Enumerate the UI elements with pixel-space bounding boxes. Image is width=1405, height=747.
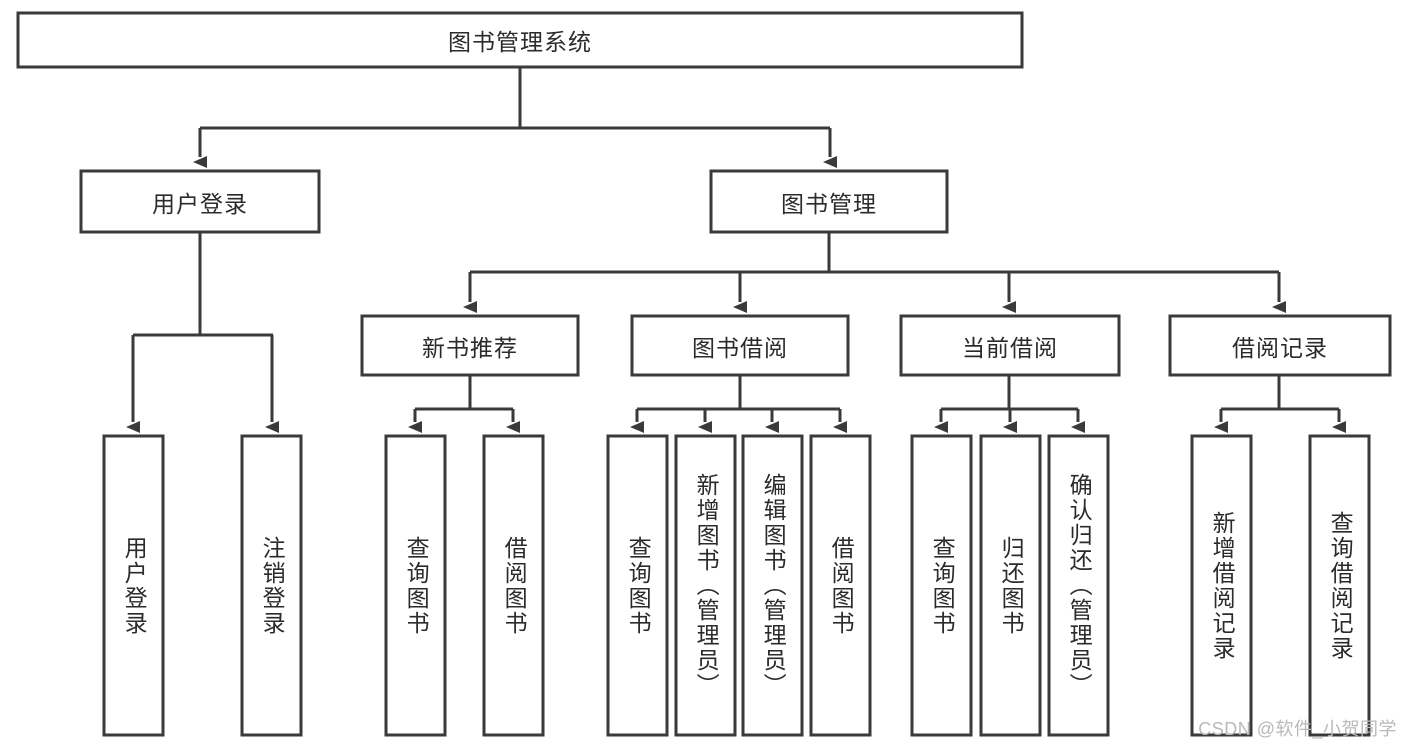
- node-box-current-borrow[interactable]: [899, 314, 1121, 377]
- watermark-text: CSDN @软件_小贺同学: [1198, 719, 1397, 739]
- node-label-leaf-logout-login: 注销登录: [259, 535, 286, 636]
- node-label-leaf-add-record: 新增借阅记录: [1209, 510, 1236, 661]
- node-label-leaf-user-login: 用户登录: [121, 535, 148, 636]
- node-label-root: 图书管理系统: [448, 29, 592, 55]
- node-box-leaf-query-book-3[interactable]: [910, 434, 973, 737]
- node-label-leaf-edit-book: 编辑图书（管理员）: [760, 473, 787, 698]
- node-box-leaf-query-book-2[interactable]: [606, 434, 669, 737]
- node-box-leaf-add-record[interactable]: [1190, 434, 1253, 737]
- node-label-borrow-record: 借阅记录: [1232, 334, 1328, 361]
- node-box-leaf-confirm-return[interactable]: [1047, 434, 1110, 737]
- node-box-leaf-user-login[interactable]: [102, 434, 165, 737]
- node-box-leaf-borrow-book-2[interactable]: [809, 434, 872, 737]
- node-label-leaf-borrow-book-2: 借阅图书: [828, 535, 855, 636]
- node-box-leaf-logout-login[interactable]: [240, 434, 303, 737]
- node-box-leaf-return-book[interactable]: [979, 434, 1042, 737]
- node-box-leaf-add-book[interactable]: [674, 434, 737, 737]
- node-label-leaf-borrow-book-1: 借阅图书: [501, 535, 528, 636]
- node-box-user-login[interactable]: [79, 169, 321, 234]
- node-label-book-borrow: 图书借阅: [692, 334, 788, 361]
- node-label-leaf-add-book: 新增图书（管理员）: [693, 473, 720, 698]
- node-box-root[interactable]: [16, 11, 1024, 69]
- node-label-book-manage: 图书管理: [781, 190, 877, 217]
- node-label-leaf-query-record: 查询借阅记录: [1327, 510, 1354, 661]
- node-label-leaf-return-book: 归还图书: [998, 535, 1025, 636]
- node-box-new-book-recommend[interactable]: [360, 314, 580, 377]
- node-label-user-login: 用户登录: [152, 190, 248, 217]
- node-label-leaf-query-book-3: 查询图书: [929, 535, 956, 636]
- node-label-current-borrow: 当前借阅: [962, 334, 1058, 361]
- node-box-leaf-borrow-book-1[interactable]: [482, 434, 545, 737]
- node-box-leaf-query-record[interactable]: [1308, 434, 1371, 737]
- node-label-leaf-query-book-1: 查询图书: [403, 535, 430, 636]
- node-box-leaf-edit-book[interactable]: [741, 434, 804, 737]
- node-box-leaf-query-book-1[interactable]: [384, 434, 447, 737]
- node-label-leaf-query-book-2: 查询图书: [625, 535, 652, 636]
- node-label-leaf-confirm-return: 确认归还（管理员）: [1066, 473, 1093, 698]
- node-label-new-book-recommend: 新书推荐: [422, 334, 518, 361]
